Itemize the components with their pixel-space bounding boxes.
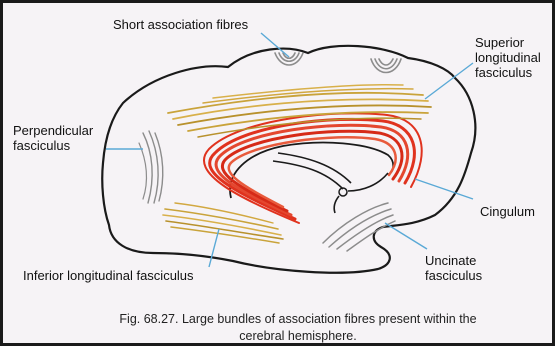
label-superior-line2: longitudinal <box>475 50 541 65</box>
perpendicular-fasciculus <box>139 131 163 203</box>
pointer-inferior <box>209 229 219 267</box>
label-perpendicular-line1: Perpendicular <box>13 123 93 138</box>
hemisphere-diagram <box>3 3 555 346</box>
short-association-fibres <box>275 53 401 73</box>
caption-line1: Fig. 68.27. Large bundles of association… <box>63 311 533 328</box>
label-uncinate-line1: Uncinate <box>425 253 482 268</box>
brainstem-line <box>334 196 339 213</box>
thalamus-curve <box>348 173 388 191</box>
figure-caption: Fig. 68.27. Large bundles of association… <box>63 311 533 345</box>
label-superior-line1: Superior <box>475 35 541 50</box>
label-short-association-fibres: Short association fibres <box>113 17 248 32</box>
caption-line2: cerebral hemisphere. <box>63 328 533 345</box>
pointer-cingulum <box>415 179 473 199</box>
pointer-uncinate <box>385 223 427 249</box>
label-superior-longitudinal-fasciculus: Superior longitudinal fasciculus <box>475 35 541 80</box>
label-uncinate-fasciculus: Uncinate fasciculus <box>425 253 482 283</box>
label-perpendicular-line2: fasciculus <box>13 138 93 153</box>
label-cingulum: Cingulum <box>480 204 535 219</box>
hemisphere-outline <box>102 46 475 273</box>
mammillary-body <box>339 188 347 196</box>
fornix-line-2 <box>273 161 343 189</box>
label-inferior-longitudinal-fasciculus: Inferior longitudinal fasciculus <box>23 268 194 283</box>
label-uncinate-line2: fasciculus <box>425 268 482 283</box>
label-superior-line3: fasciculus <box>475 65 541 80</box>
label-perpendicular-fasciculus: Perpendicular fasciculus <box>13 123 93 153</box>
fornix-line <box>278 153 351 183</box>
